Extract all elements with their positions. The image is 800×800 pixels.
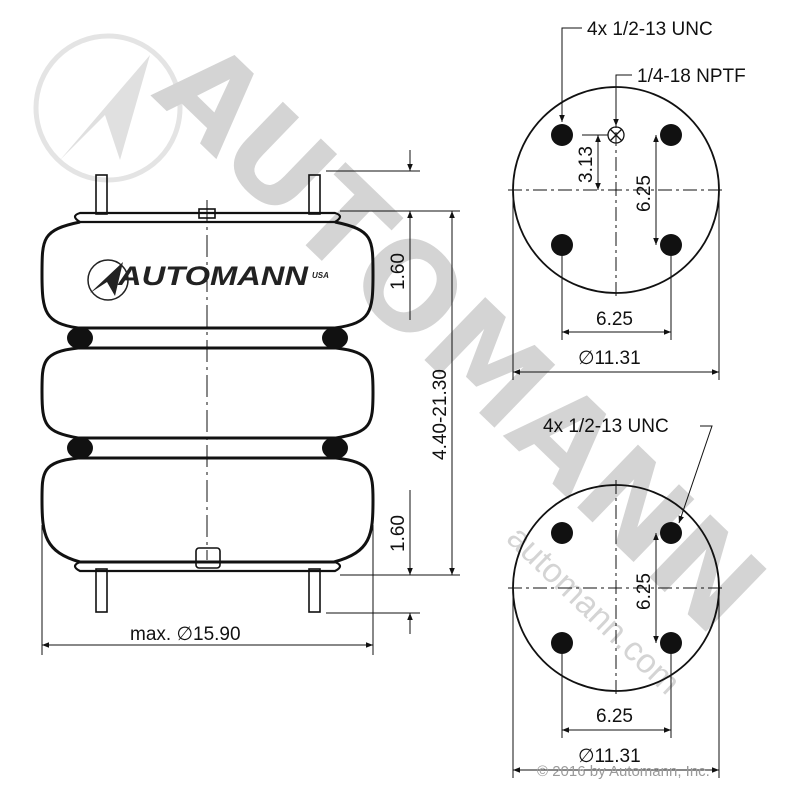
top-vertical-spacing-label: 6.25 <box>634 175 655 212</box>
top-stud-callout: 4x 1/2-13 UNC <box>587 19 713 40</box>
top-diameter-label: ∅11.31 <box>578 348 641 369</box>
bottom-view <box>508 425 724 778</box>
copyright-notice: © 2016 by Automann, Inc. <box>537 763 710 780</box>
top-view <box>508 27 724 380</box>
watermark-brand-text: AUTOMANN <box>130 16 790 660</box>
top-stud-holes <box>551 124 682 256</box>
top-port-callout: 1/4-18 NPTF <box>637 66 746 87</box>
bottom-stud-holes <box>551 522 682 654</box>
height-range-label: 4.40-21.30 <box>430 369 451 460</box>
max-diameter-label: max. ∅15.90 <box>130 624 241 645</box>
bottom-stud-callout: 4x 1/2-13 UNC <box>543 416 669 437</box>
bottom-vertical-spacing-label: 6.25 <box>634 573 655 610</box>
side-view-dimensions <box>41 150 460 655</box>
top-offset-label: 1.60 <box>388 253 409 290</box>
bottom-left-stud <box>95 568 108 613</box>
bottom-center-fitting <box>195 547 221 569</box>
bottom-offset-label: 1.60 <box>388 515 409 552</box>
bellows-logo-suffix: USA <box>312 271 329 280</box>
bottom-diameter-label: ∅11.31 <box>578 746 641 767</box>
girdle-rings <box>67 327 348 459</box>
bottom-bead-plate <box>73 560 342 573</box>
bellows-logo-text: AUTOMANN <box>117 261 309 291</box>
watermark: AUTOMANN automann.com <box>33 16 790 702</box>
side-view <box>40 174 375 613</box>
bottom-right-stud <box>308 568 321 613</box>
top-port-offset-label: 3.13 <box>576 146 597 183</box>
bottom-horizontal-spacing-label: 6.25 <box>596 706 633 727</box>
watermark-logo-icon <box>33 33 183 183</box>
bellows-logo: AUTOMANN USA <box>87 259 329 301</box>
top-horizontal-spacing-label: 6.25 <box>596 309 633 330</box>
automann-swoosh-icon <box>87 259 129 301</box>
